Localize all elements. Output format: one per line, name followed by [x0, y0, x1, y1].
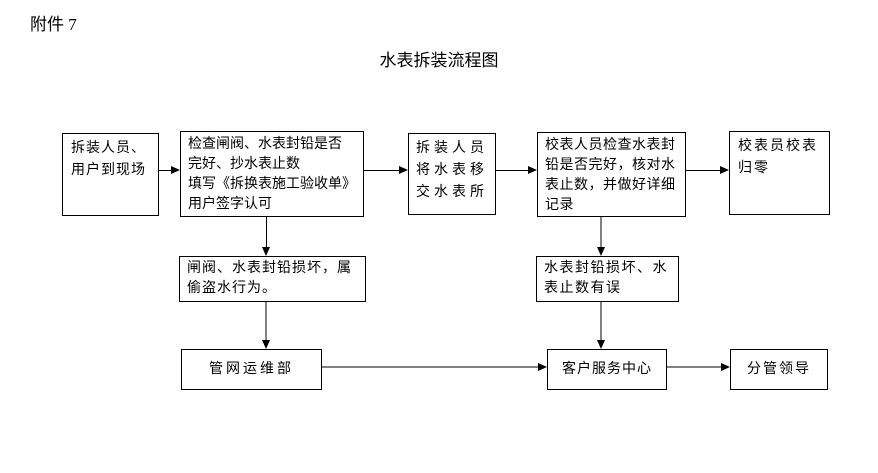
node-transfer-meter: 拆装人员 将水表移 交水表所 [408, 133, 496, 215]
arrow-right-icon [538, 363, 547, 371]
connector-check-to-theft-line [266, 217, 267, 248]
connector-theft-to-pipeline-line [265, 302, 267, 341]
node-customer-service-center: 客户服务中心 [547, 349, 667, 390]
arrow-right-icon [399, 166, 408, 174]
connector-check-to-transfer-line [364, 170, 400, 171]
attachment-label: 附件 7 [30, 15, 77, 34]
arrow-right-icon [528, 166, 537, 174]
node-check-valve-and-seal: 检查闸阀、水表封铅是否 完好、抄水表止数 填写《拆换表施工验收单》 用户签字认可 [180, 131, 364, 217]
node-calibrate-reset-zero: 校表员校表 归零 [729, 131, 830, 215]
node-leader-in-charge: 分管领导 [730, 349, 828, 390]
connector-arrive-to-check-line [158, 170, 172, 171]
arrow-down-icon [262, 247, 270, 256]
arrow-right-icon [720, 166, 729, 174]
arrow-down-icon [262, 340, 270, 349]
connector-error-to-service-line [600, 302, 602, 341]
node-pipeline-ops-dept: 管网运维部 [181, 349, 322, 390]
connector-service-to-leader-line [667, 366, 722, 368]
connector-pipeline-to-service-line [322, 366, 539, 368]
arrow-down-icon [597, 340, 605, 349]
node-arrive-on-site: 拆装人员、 用户到现场 [62, 133, 159, 216]
node-seal-damaged-theft: 闸阀、水表封铅损坏，属 偷盗水行为。 [179, 256, 366, 302]
page-title: 水表拆装流程图 [379, 51, 499, 70]
connector-transfer-to-verify-line [496, 170, 529, 171]
arrow-down-icon [597, 247, 605, 256]
connector-verify-to-reset-line [686, 170, 721, 171]
connector-verify-to-error-line [600, 217, 602, 248]
node-seal-damaged-misread: 水表封铅损坏、水 表止数有误 [536, 256, 679, 302]
arrow-right-icon [171, 166, 180, 174]
node-verify-seal-record: 校表人员检查水表封 铅是否完好，核对水 表止数，并做好详细 记录 [537, 132, 686, 217]
arrow-right-icon [721, 363, 730, 371]
